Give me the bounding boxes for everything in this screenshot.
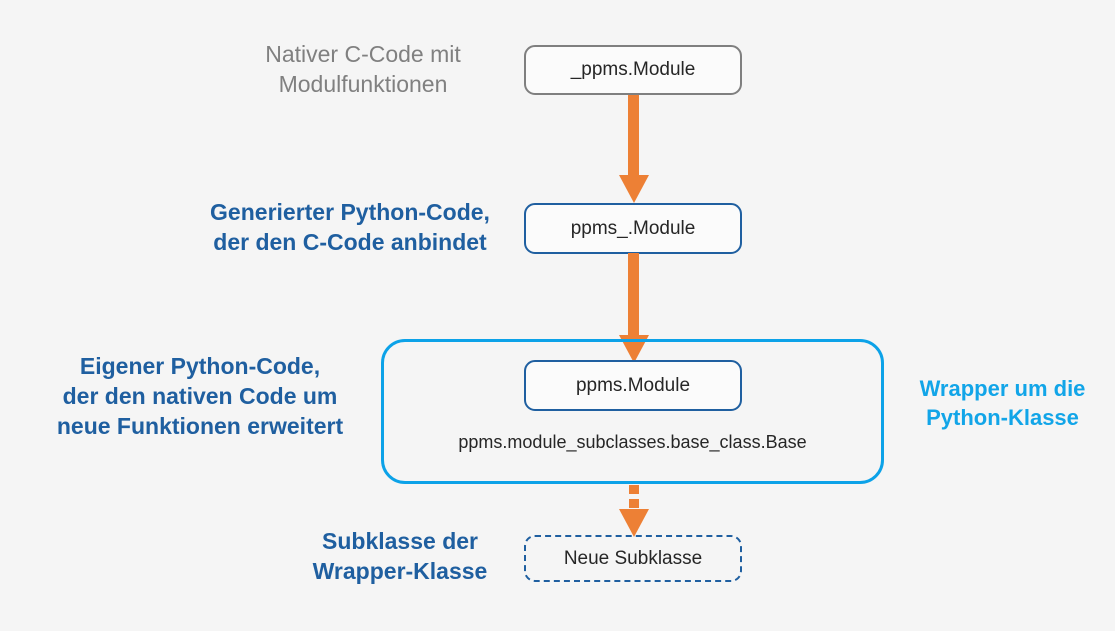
node-ppms-module-native: _ppms.Module: [524, 45, 742, 95]
node-ppms-module-native-text: _ppms.Module: [570, 59, 696, 80]
node-ppms-module-generated: ppms_.Module: [524, 203, 742, 254]
node-ppms-module-own-text: ppms.Module: [575, 374, 691, 396]
label-subklasse-der-wrapper-klasse: Subklasse der Wrapper-Klasse: [312, 528, 488, 584]
label-native-c-code: Nativer C-Code mit Modulfunktionen: [265, 41, 461, 97]
label-wrapper-um-die-python-klasse: Wrapper um die Python-Klasse: [919, 376, 1086, 430]
node-neue-subklasse: Neue Subklasse: [524, 535, 742, 582]
arrow-generated-to-own: [619, 253, 649, 363]
arrow-native-to-generated: [619, 95, 649, 203]
node-neue-subklasse-text: Neue Subklasse: [563, 547, 703, 569]
node-ppms-module-generated-text: ppms_.Module: [570, 217, 696, 239]
wrapper-container: [381, 339, 884, 484]
node-ppms-module-own: ppms.Module: [524, 360, 742, 411]
label-generated-python-code: Generierter Python-Code, der den C-Code …: [210, 199, 490, 255]
label-own-python-code: Eigener Python-Code, der den nativen Cod…: [56, 353, 344, 439]
base-class-path: ppms.module_subclasses.base_class.Base: [458, 432, 807, 452]
arrow-own-to-subclass: [619, 485, 649, 537]
